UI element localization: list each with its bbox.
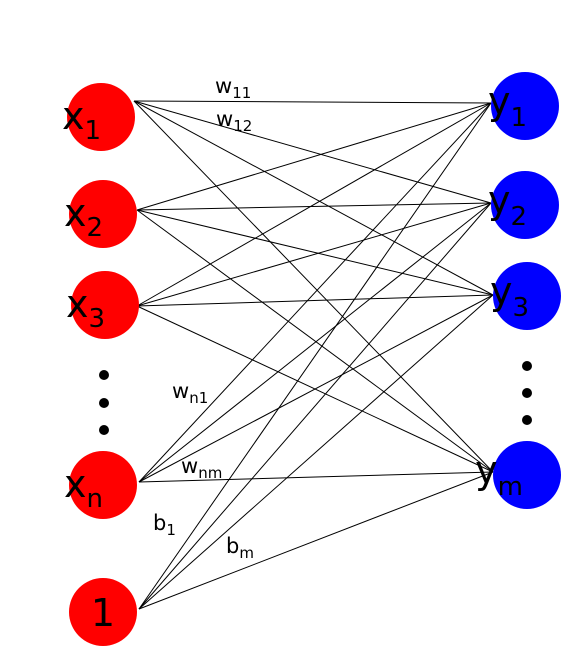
node-base: x xyxy=(66,282,89,326)
edge-label-base: w xyxy=(216,107,233,131)
node-label: y3 xyxy=(490,269,529,323)
ellipsis-dot xyxy=(99,425,109,435)
edge-label-wn1: wn1 xyxy=(172,379,208,407)
node-base: y xyxy=(488,178,511,222)
edge-x3-y2 xyxy=(136,202,492,307)
node-label: y1 xyxy=(488,79,527,133)
edge-xn-y1 xyxy=(138,102,492,483)
edge-bias-y2 xyxy=(138,202,492,610)
edge-x2-y1 xyxy=(136,102,492,211)
output-ellipsis xyxy=(522,361,532,425)
edge-label-sub: 11 xyxy=(232,84,251,102)
node-circle xyxy=(493,262,561,330)
node-label: x1 xyxy=(62,94,101,146)
node-circle xyxy=(69,451,137,519)
edge-label-sub: nm xyxy=(198,464,222,482)
output-node-ym: ym xyxy=(475,441,561,509)
node-label: y2 xyxy=(488,178,527,232)
edge-label-sub: n1 xyxy=(189,389,208,407)
node-sub: 2 xyxy=(510,202,527,232)
ellipsis-dot xyxy=(522,388,532,398)
node-sub: 1 xyxy=(84,116,101,146)
edge-x2-ym xyxy=(136,209,494,473)
node-sub: 1 xyxy=(510,103,527,133)
node-circle xyxy=(69,578,137,646)
ellipsis-dot xyxy=(522,361,532,371)
edge-xn-y2 xyxy=(138,202,492,483)
edge-bias-y1 xyxy=(138,102,492,610)
node-sub: 3 xyxy=(512,293,529,323)
output-node-y2: y2 xyxy=(488,171,559,239)
edge-label-b1: b1 xyxy=(153,511,176,539)
node-circle xyxy=(67,83,135,151)
node-label: ym xyxy=(475,448,523,502)
input-node-x2: x2 xyxy=(64,180,137,248)
edge-label-sub: 12 xyxy=(233,117,252,135)
input-node-bias: 1 xyxy=(69,578,137,646)
edge-label-bm: bm xyxy=(226,534,254,562)
edge-label-base: w xyxy=(172,379,189,403)
node-label: x2 xyxy=(64,191,103,243)
output-node-y1: y1 xyxy=(488,72,559,140)
node-circle xyxy=(491,171,559,239)
edge-label-w11: w11 xyxy=(215,74,251,102)
edge-label-base: w xyxy=(181,454,198,478)
edge-label-w12: w12 xyxy=(216,107,252,135)
input-node-x1: x1 xyxy=(62,83,135,151)
input-node-xn: xn xyxy=(64,451,137,519)
edge-label-sub: 1 xyxy=(166,521,176,539)
edge-x1-ym xyxy=(133,100,494,473)
input-node-x3: x3 xyxy=(66,271,139,339)
edge-label-base: b xyxy=(153,511,166,535)
input-ellipsis xyxy=(99,370,109,435)
node-base: x xyxy=(62,94,85,138)
edge-x1-y1 xyxy=(133,100,492,104)
edges xyxy=(133,100,494,610)
edge-x2-y2 xyxy=(136,202,492,211)
edge-xn-y3 xyxy=(138,294,494,483)
node-base: 1 xyxy=(91,591,115,635)
ellipsis-dot xyxy=(99,398,109,408)
node-circle xyxy=(491,72,559,140)
node-base: y xyxy=(488,79,511,123)
node-circle xyxy=(493,441,561,509)
edge-x3-y3 xyxy=(136,294,494,307)
node-sub: 3 xyxy=(88,304,105,334)
edge-xn-ym xyxy=(138,471,494,483)
edge-label-base: b xyxy=(226,534,239,558)
edge-x1-y3 xyxy=(133,100,494,296)
edge-x3-y1 xyxy=(136,102,492,307)
edge-bias-y3 xyxy=(138,294,494,610)
ellipsis-dot xyxy=(522,415,532,425)
node-circle xyxy=(71,271,139,339)
ellipsis-dot xyxy=(99,370,109,380)
edge-label-base: w xyxy=(215,74,232,98)
node-base: x xyxy=(64,191,87,235)
node-label: xn xyxy=(64,462,103,514)
edge-x1-y2 xyxy=(133,100,492,204)
node-sub: n xyxy=(87,484,103,514)
edge-x2-y3 xyxy=(136,209,494,296)
edge-label-sub: m xyxy=(239,544,254,562)
node-label: x3 xyxy=(66,282,105,334)
node-base: x xyxy=(64,462,87,506)
node-sub: m xyxy=(498,472,523,502)
edge-label-wnm: wnm xyxy=(181,454,222,482)
node-base: y xyxy=(475,448,498,492)
node-sub: 2 xyxy=(86,213,103,243)
edge-bias-ym xyxy=(138,471,494,610)
output-node-y3: y3 xyxy=(490,262,561,330)
node-base: y xyxy=(490,269,513,313)
node-circle xyxy=(69,180,137,248)
